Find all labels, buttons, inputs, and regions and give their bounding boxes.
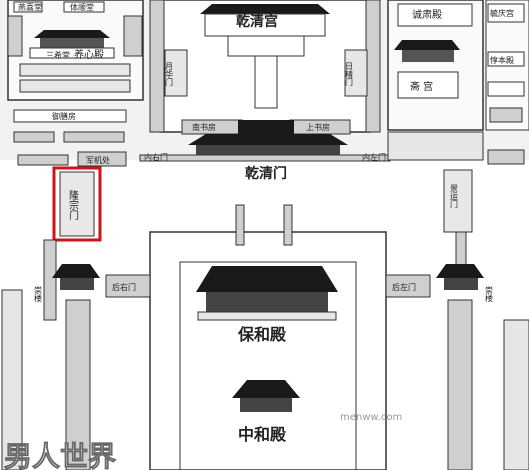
label-dunben: 惇本殿 xyxy=(490,55,514,65)
jingyun-gate xyxy=(443,169,473,269)
label-neizuo: 内左门 xyxy=(362,152,386,162)
chonglou-right xyxy=(436,264,484,470)
label-yangxin: 养心殿 xyxy=(74,48,104,61)
zhai-palace-complex xyxy=(387,0,529,165)
label-tishun: 体顺堂 xyxy=(70,2,94,12)
qianqing-courtyard xyxy=(139,0,391,162)
label-qianqing-gate: 乾清门 xyxy=(245,165,287,182)
label-neiyou: 内右门 xyxy=(144,152,168,162)
label-zhonghe: 中和殿 xyxy=(238,425,287,444)
chonglou-left xyxy=(52,264,100,470)
label-yanxi: 燕喜堂 xyxy=(18,2,42,12)
label-chengsu: 诚肃殿 xyxy=(412,9,442,21)
label-yuehua: 月华门 xyxy=(165,62,174,87)
label-houzuo: 后左门 xyxy=(392,282,416,292)
label-longzong: 隆宗门 xyxy=(67,189,79,221)
watermark-logo: 男人世界 xyxy=(4,440,116,470)
label-sanxi: 三希堂 xyxy=(46,50,70,60)
label-houyou: 后右门 xyxy=(112,282,136,292)
label-chonglou-left: 崇楼 xyxy=(34,286,43,303)
label-qianqing-palace: 乾清宫 xyxy=(236,13,278,30)
label-yushan: 御膳房 xyxy=(52,111,76,121)
label-jingyun: 景运门 xyxy=(450,184,459,209)
label-baohe: 保和殿 xyxy=(237,325,287,344)
label-rijing: 日精门 xyxy=(345,62,354,87)
label-chonglou-right: 崇楼 xyxy=(485,286,494,303)
label-junji: 军机处 xyxy=(86,155,110,165)
label-nan-study: 南书房 xyxy=(192,122,216,132)
yangxin-complex xyxy=(7,0,144,167)
longzong-gate xyxy=(43,166,102,321)
watermark-url: menww.com xyxy=(340,412,402,423)
baohe-courtyard xyxy=(105,204,431,470)
label-yuqing: 毓庆宫 xyxy=(490,8,514,18)
label-zhai: 斋 宫 xyxy=(410,80,433,93)
label-shang-study: 上书房 xyxy=(306,122,330,132)
